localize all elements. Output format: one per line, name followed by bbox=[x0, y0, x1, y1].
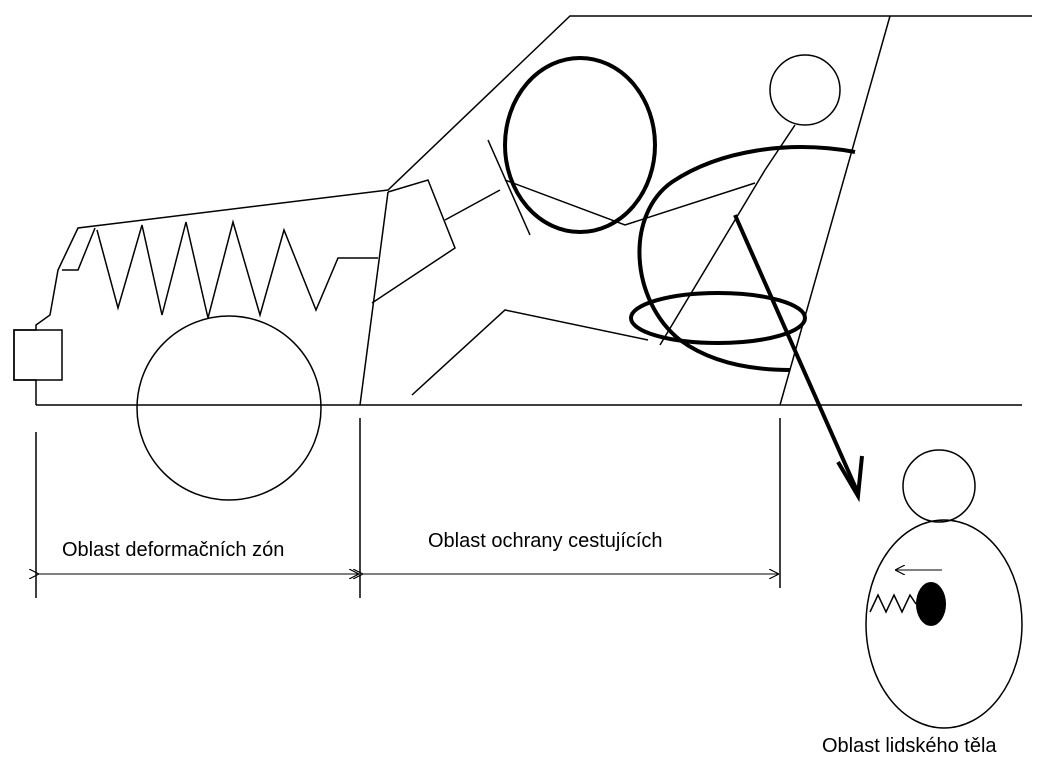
bumper-box bbox=[13, 329, 63, 381]
body-head bbox=[902, 449, 976, 523]
rear-pillar-line bbox=[779, 15, 891, 406]
lap-belt bbox=[629, 291, 807, 345]
human-body-label: Oblast lidského těla bbox=[822, 735, 997, 757]
steering-column bbox=[371, 139, 531, 304]
shoulder-belt bbox=[637, 145, 856, 372]
passenger-protection-label: Oblast ochrany cestujících bbox=[428, 530, 663, 552]
zoom-arrow bbox=[733, 214, 864, 503]
occupant-head bbox=[769, 54, 841, 126]
body-spring bbox=[869, 593, 917, 614]
car-body bbox=[13, 15, 1032, 406]
body-organ bbox=[916, 582, 946, 626]
car-front-outline bbox=[13, 15, 1032, 405]
human-body-zone bbox=[865, 449, 1023, 729]
occupant-arm bbox=[504, 179, 756, 226]
airbag bbox=[503, 56, 657, 234]
occupant-leg bbox=[411, 309, 649, 396]
firewall-line bbox=[359, 191, 389, 406]
occupant-figure bbox=[411, 54, 841, 396]
dimension-lines bbox=[36, 418, 781, 598]
front-wheel bbox=[136, 315, 322, 501]
hood-inner-line bbox=[62, 227, 96, 271]
deformation-zone-label: Oblast deformačních zón bbox=[62, 539, 284, 561]
body-torso bbox=[865, 519, 1023, 729]
crumple-zone-spring bbox=[96, 219, 378, 319]
occupant-torso bbox=[659, 169, 766, 346]
